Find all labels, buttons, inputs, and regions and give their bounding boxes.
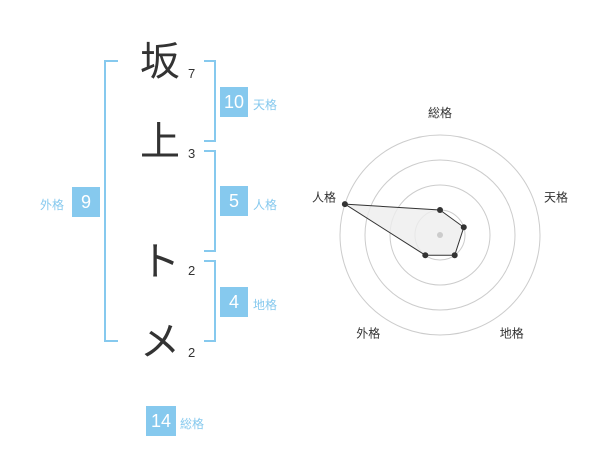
radar-ring (389, 184, 491, 286)
radar-axis-label-4: 外格 (356, 326, 380, 341)
soukaku-label: 総格 (180, 417, 205, 431)
jinkaku-bracket (204, 150, 216, 252)
tenkaku-label: 天格 (253, 98, 278, 112)
stroke-count-2: 3 (188, 146, 196, 161)
name-char-4: メ (140, 319, 180, 365)
radar-ring (364, 159, 516, 311)
radar-axis-label-1: 総格 (428, 105, 452, 120)
radar-series-area (344, 203, 465, 256)
radar-grid (339, 134, 541, 336)
radar-point-5 (341, 201, 348, 208)
gaikaku-label: 外格 (40, 198, 65, 212)
radar-point-2 (460, 224, 467, 231)
radar-axis-label-3: 地格 (500, 326, 524, 341)
tenkaku-bracket (204, 60, 216, 142)
radar-ring (339, 134, 541, 336)
soukaku-badge: 14 (146, 406, 176, 436)
stroke-count-3: 2 (188, 263, 196, 278)
jinkaku-label: 人格 (253, 198, 278, 212)
gaikaku-bracket (104, 60, 118, 342)
name-char-2: 上 (140, 119, 180, 165)
radar-axis-label-2: 天格 (544, 189, 568, 204)
name-char-1: 坂 (140, 39, 180, 85)
radar-point-1 (437, 207, 443, 213)
jinkaku-badge: 5 (220, 186, 248, 216)
radar-shape (341, 201, 467, 259)
radar-point-4 (422, 252, 429, 259)
stroke-count-1: 7 (188, 66, 196, 81)
chikaku-bracket (204, 260, 216, 342)
radar-axis-label-5: 人格 (312, 189, 336, 204)
gaikaku-badge: 9 (72, 187, 100, 217)
radar-center (437, 232, 443, 238)
tenkaku-badge: 10 (220, 87, 248, 117)
chikaku-badge: 4 (220, 287, 248, 317)
stroke-count-4: 2 (188, 345, 196, 360)
chikaku-label: 地格 (253, 298, 278, 312)
name-structure-diagram: 坂 7 上 3 ト 2 メ 2 9 外格 10 天格 5 人格 4 地格 14 … (40, 39, 278, 436)
radar-point-3 (451, 252, 458, 259)
name-char-3: ト (140, 239, 180, 285)
